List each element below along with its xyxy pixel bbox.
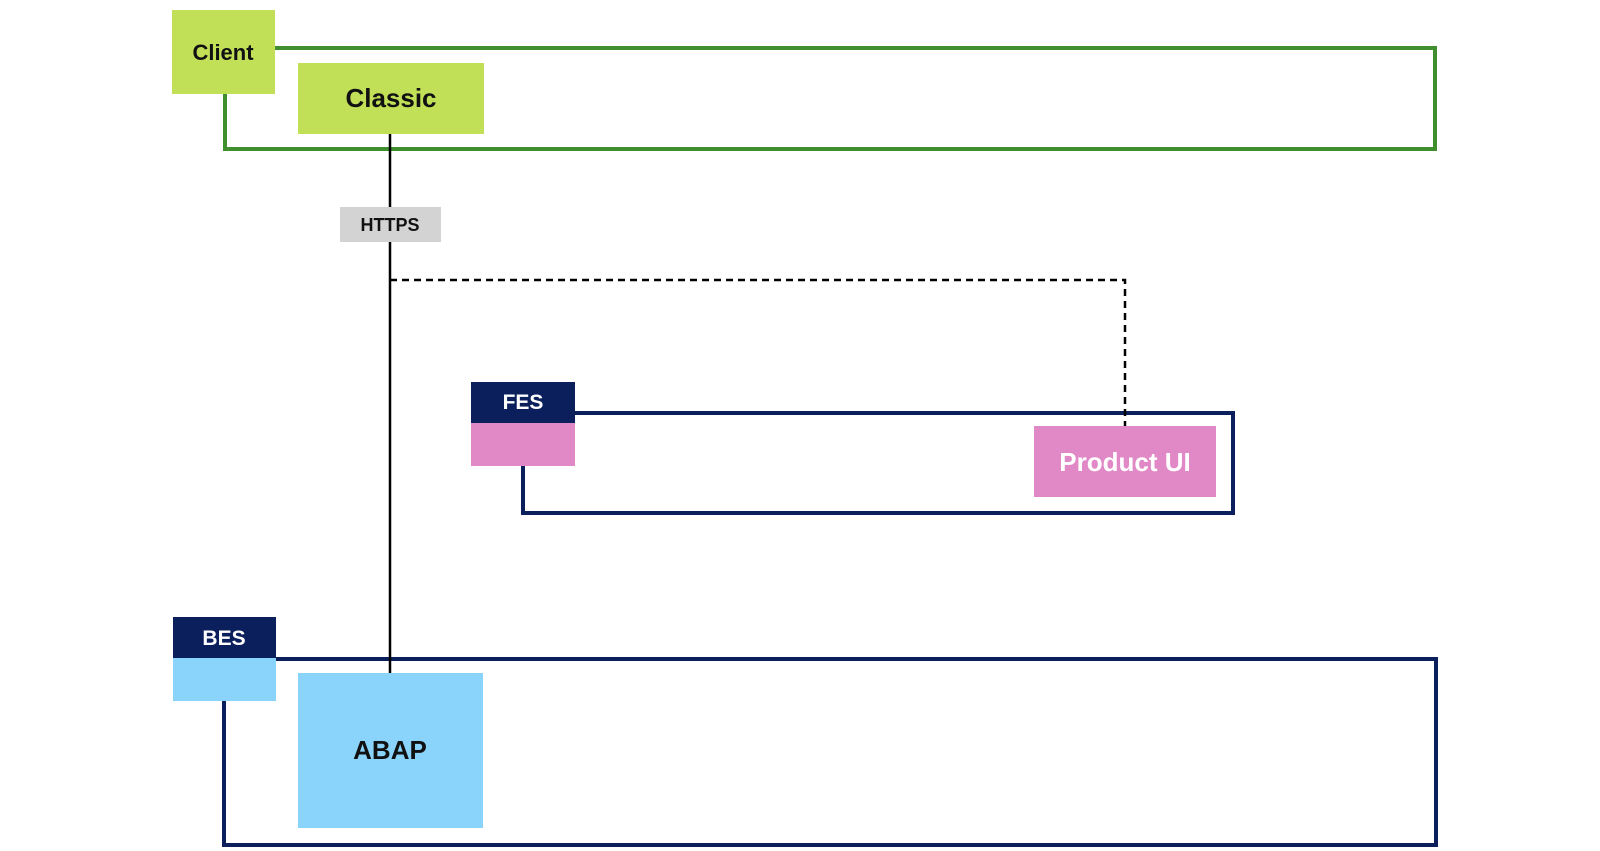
product-ui-label: Product UI — [1059, 447, 1190, 477]
abap-label: ABAP — [353, 735, 427, 765]
bes-tag-header — [173, 617, 276, 658]
bes-tag-swatch — [173, 658, 276, 701]
product-ui-box — [1034, 426, 1216, 497]
product-ui-dashed-connector — [390, 278, 1127, 426]
abap-box — [298, 673, 483, 828]
classic-label: Classic — [345, 83, 436, 113]
fes-tag-header — [471, 382, 575, 423]
bes-container — [222, 657, 1438, 847]
https-label: HTTPS — [360, 215, 419, 235]
client-container — [223, 46, 1437, 151]
fes-tag-swatch — [471, 423, 575, 466]
fes-label: FES — [503, 391, 544, 414]
bes-label: BES — [202, 627, 245, 650]
client-tag — [172, 10, 275, 94]
classic-box — [298, 63, 484, 134]
https-badge — [340, 207, 441, 242]
client-label: Client — [192, 40, 254, 65]
